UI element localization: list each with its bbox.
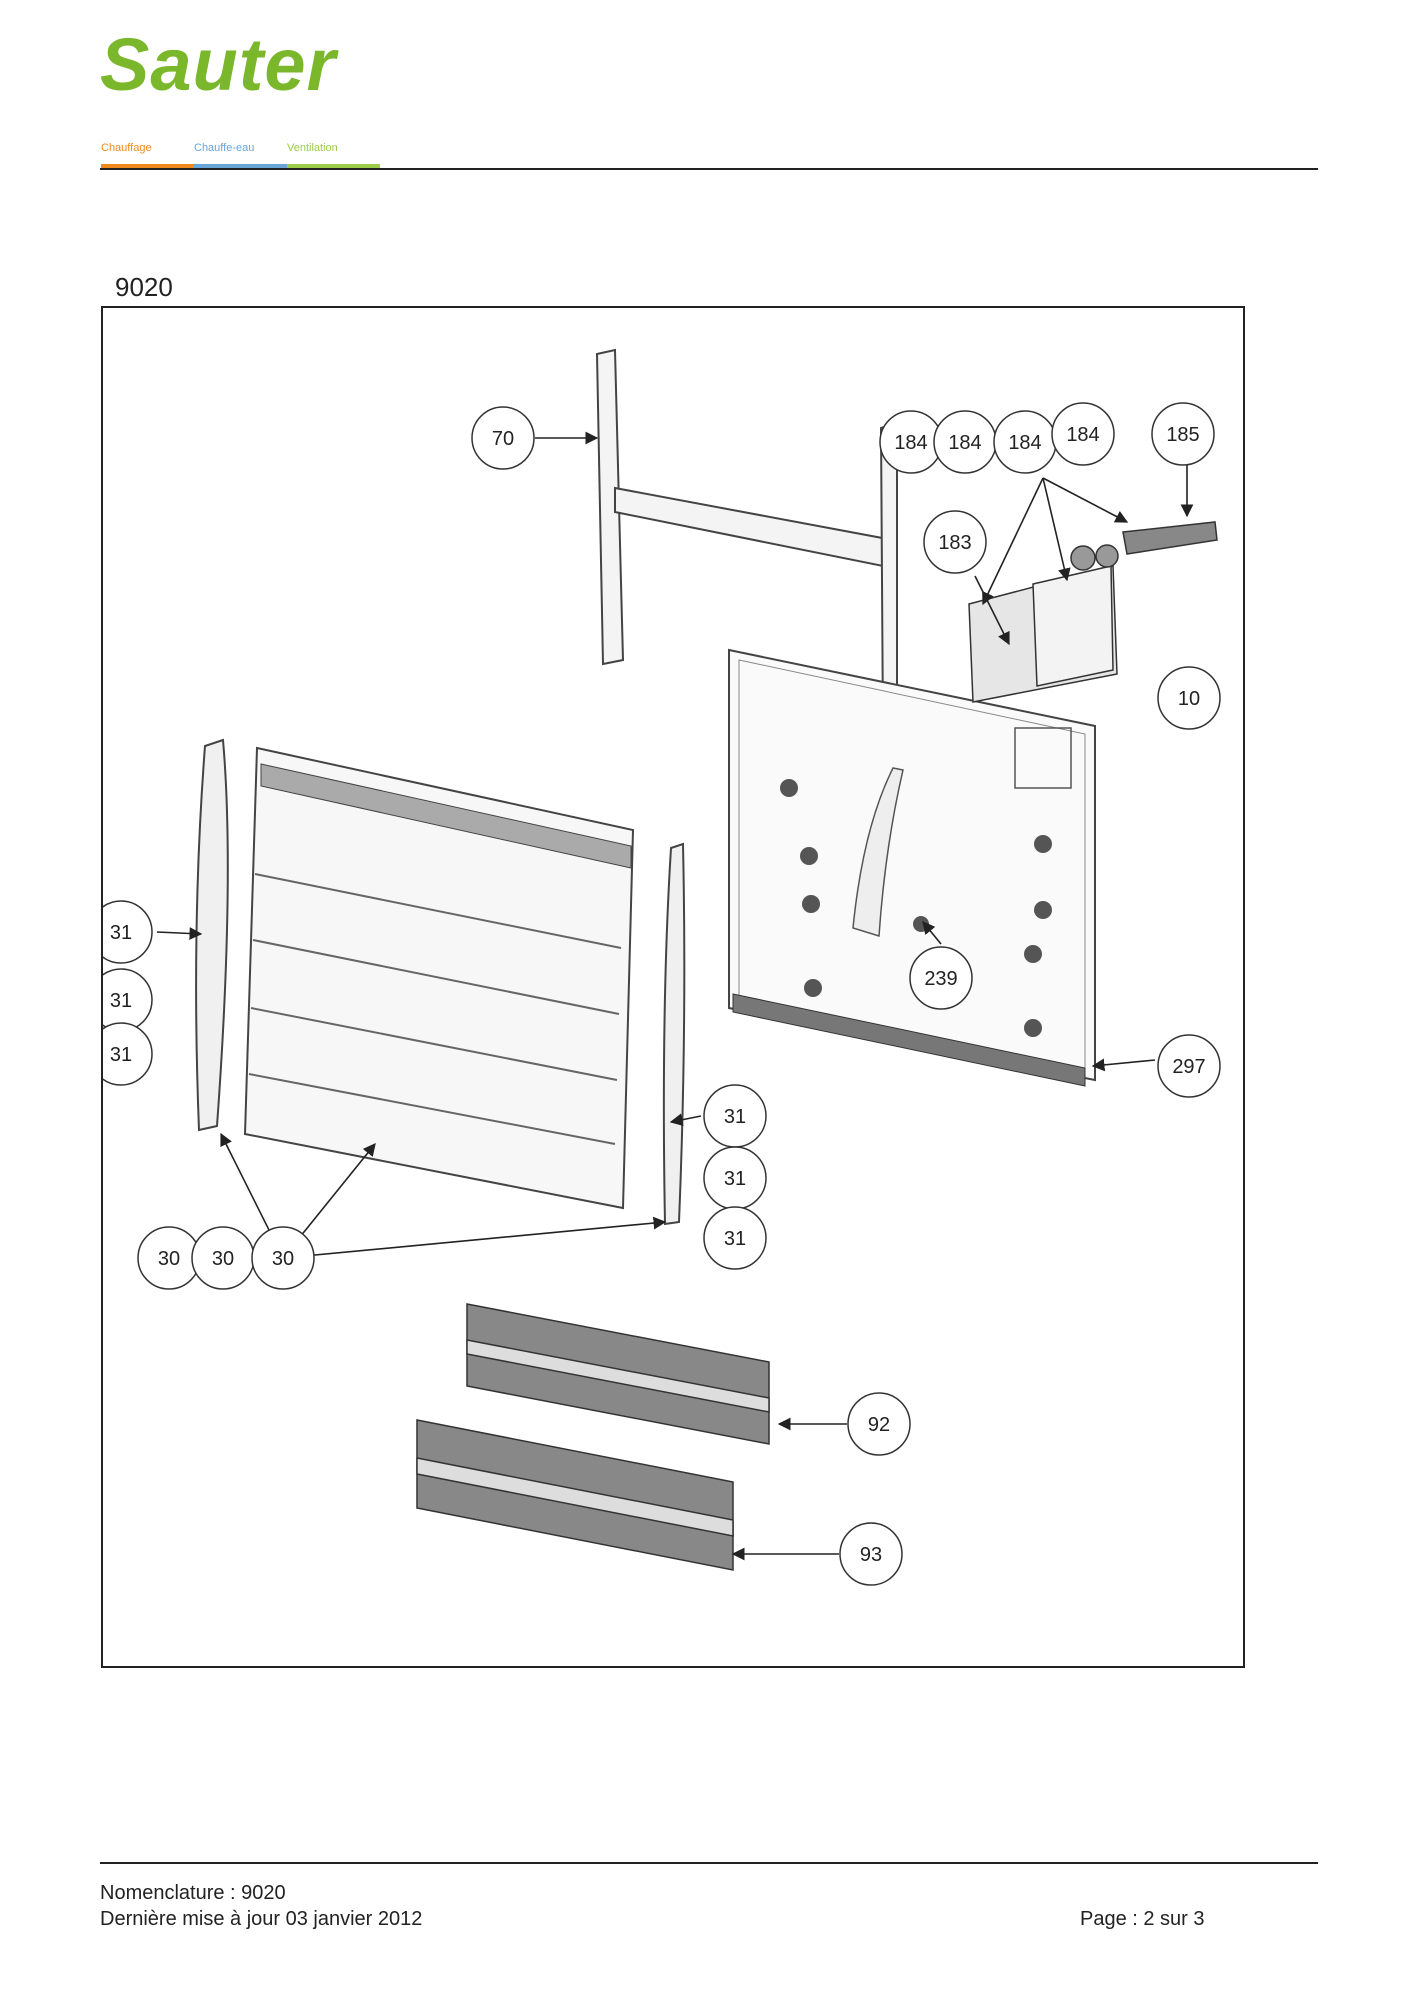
leader-arrow xyxy=(974,575,1010,646)
diagram-title: 9020 xyxy=(115,272,173,302)
diagram-drawing: 70 184 184 184 184 185 183 10 239 297 31 31 31 31 31 31… xyxy=(103,348,1221,1586)
callout-label: 183 xyxy=(938,532,971,554)
leader-arrow xyxy=(669,1113,702,1127)
leader-arrow xyxy=(282,1216,667,1259)
callout-label: 184 xyxy=(1008,432,1041,454)
callout-label: 185 xyxy=(1166,424,1199,446)
part-callout: 184 xyxy=(1051,402,1115,466)
callout-label: 239 xyxy=(924,968,957,990)
callout-label: 184 xyxy=(894,432,927,454)
leader-arrow xyxy=(982,477,1044,606)
part-callout: 70 xyxy=(471,406,535,470)
part-callout: 184 xyxy=(933,410,997,474)
leader-arrow xyxy=(922,921,942,945)
category-label: Chauffage xyxy=(101,142,152,154)
part-callout: 30 xyxy=(137,1226,201,1290)
callout-label: 92 xyxy=(868,1414,890,1436)
category-chauffage: Chauffage xyxy=(101,142,194,170)
part-callout: 183 xyxy=(923,510,987,574)
front-casing-part xyxy=(243,746,635,1210)
callout-label: 30 xyxy=(158,1248,180,1270)
brand-categories: Chauffage Chauffe-eau Ventilation xyxy=(101,142,381,170)
part-callout: 184 xyxy=(993,410,1057,474)
callout-label: 184 xyxy=(948,432,981,454)
sauter-logo: Sauter xyxy=(100,23,337,106)
callout-label: 10 xyxy=(1178,688,1200,710)
part-callout: 10 xyxy=(1157,666,1221,730)
part-callout: 30 xyxy=(191,1226,255,1290)
part-callout: 93 xyxy=(839,1522,903,1586)
part-callout: 31 xyxy=(703,1206,767,1270)
part-callout: 30 xyxy=(251,1226,315,1290)
part-callout: 31 xyxy=(103,968,153,1032)
grille-part xyxy=(416,1303,770,1571)
control-module-part xyxy=(968,521,1218,703)
callout-label: 31 xyxy=(110,1044,132,1066)
leader-arrow xyxy=(1042,477,1129,523)
part-callout: 297 xyxy=(1157,1034,1221,1098)
callout-label: 70 xyxy=(492,428,514,450)
callout-label: 93 xyxy=(860,1544,882,1566)
header-divider xyxy=(100,168,1318,170)
footer-page-number: Page : 2 sur 3 xyxy=(1080,1908,1205,1930)
callout-label: 31 xyxy=(110,990,132,1012)
part-callout: 31 xyxy=(703,1084,767,1148)
leader-arrow xyxy=(1091,1058,1156,1072)
side-panel-part xyxy=(195,738,686,1226)
footer-update-date: Dernière mise à jour 03 janvier 2012 xyxy=(100,1908,423,1930)
back-panel-part xyxy=(728,648,1096,1087)
part-callout: 185 xyxy=(1151,402,1215,466)
part-callout: 239 xyxy=(909,946,973,1010)
footer-nomenclature: Nomenclature : 9020 xyxy=(100,1882,286,1904)
category-chauffe-eau: Chauffe-eau xyxy=(194,142,287,170)
part-callout: 92 xyxy=(847,1392,911,1456)
callout-label: 297 xyxy=(1172,1056,1205,1078)
leader-arrow xyxy=(156,927,203,940)
part-callout: 31 xyxy=(103,1022,153,1086)
part-callout: 31 xyxy=(703,1146,767,1210)
footer-divider xyxy=(100,1862,1318,1864)
callout-label: 30 xyxy=(212,1248,234,1270)
category-label: Ventilation xyxy=(287,142,338,154)
callout-label: 31 xyxy=(724,1168,746,1190)
callout-label: 30 xyxy=(272,1248,294,1270)
callout-label: 31 xyxy=(110,922,132,944)
part-callout: 31 xyxy=(103,900,153,964)
leader-arrow xyxy=(1042,477,1071,582)
part-callout: 184 xyxy=(879,410,943,474)
category-label: Chauffe-eau xyxy=(194,142,255,154)
exploded-diagram: 70 184 184 184 184 185 183 10 239 297 31 31 31 31 31 31… xyxy=(101,306,1245,1668)
callout-label: 31 xyxy=(724,1106,746,1128)
wall-bracket-part xyxy=(595,348,898,734)
category-ventilation: Ventilation xyxy=(287,142,380,170)
callout-label: 31 xyxy=(724,1228,746,1250)
callout-label: 184 xyxy=(1066,424,1099,446)
